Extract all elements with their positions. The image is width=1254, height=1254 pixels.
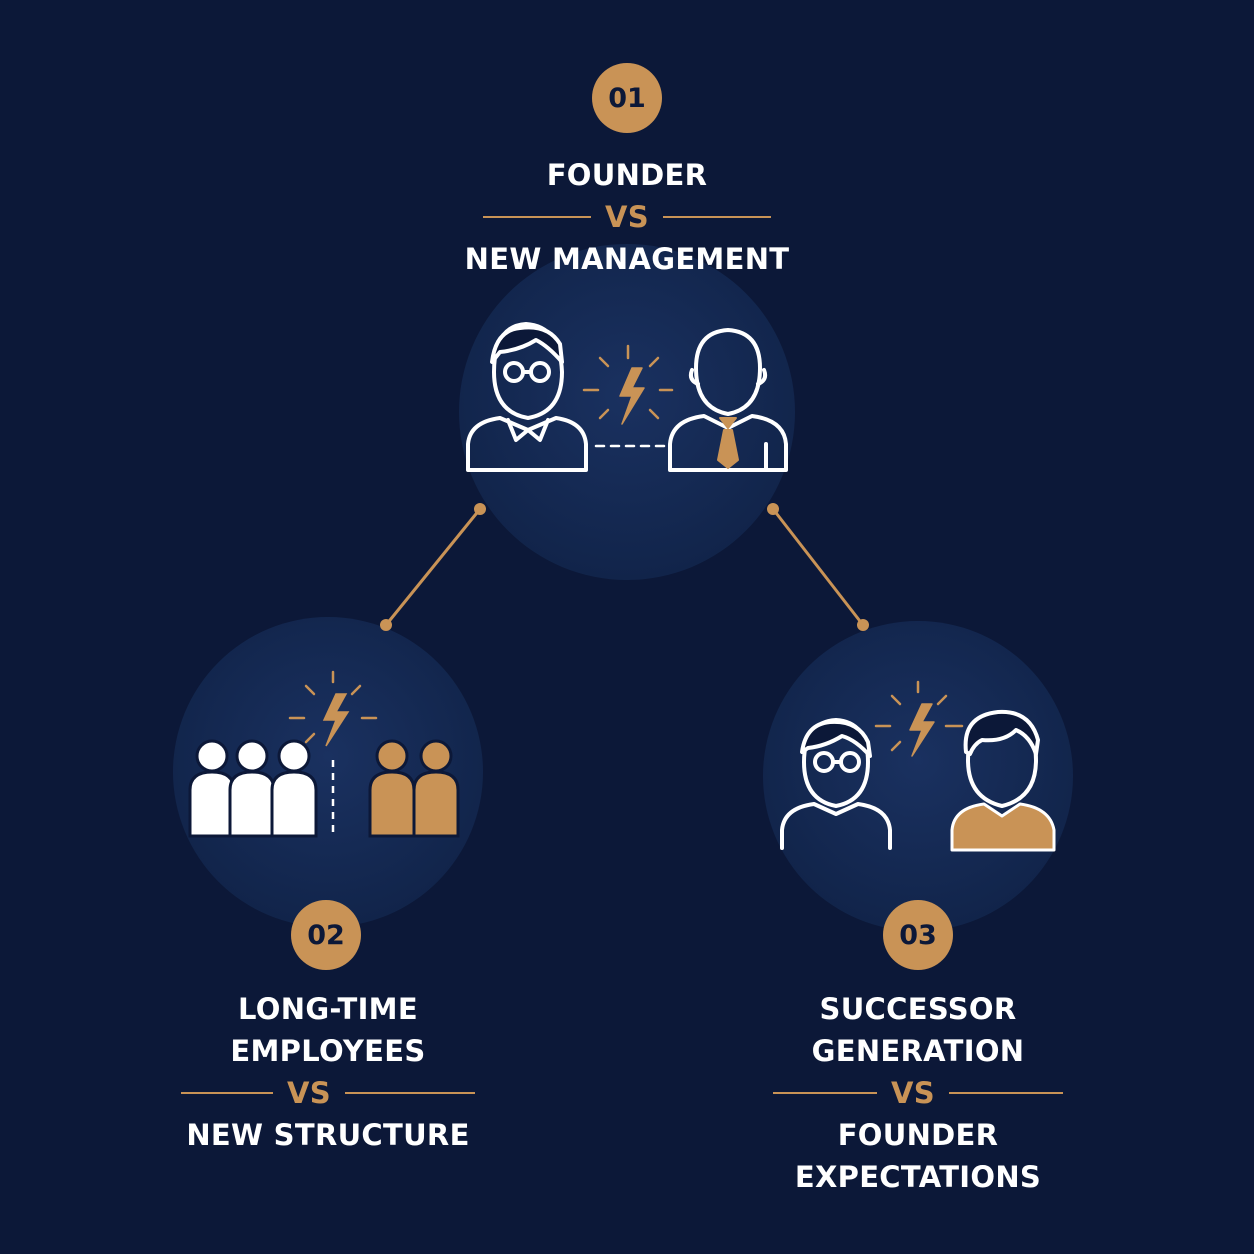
item-02-bottom-label: NEW STRUCTURE <box>186 1118 470 1152</box>
employee-groups-conflict-icon <box>188 670 460 838</box>
vs-divider-right <box>662 216 771 218</box>
vs-divider-right <box>344 1092 475 1094</box>
conflict-spark-icon <box>582 344 674 425</box>
vs-divider-left <box>773 1092 878 1094</box>
node-circle-02 <box>173 617 483 927</box>
long-time-employees-group-icon <box>188 739 318 838</box>
connector-left <box>380 503 486 631</box>
step-badge-01: 01 <box>592 63 662 133</box>
item-03-vs-row: VS <box>760 1072 1076 1114</box>
connector-right <box>767 503 869 631</box>
item-02-top-label-line1: LONG-TIME <box>238 992 418 1026</box>
senior-person-icon <box>780 718 892 850</box>
item-01-title: FOUNDER VS NEW MANAGEMENT <box>427 154 827 280</box>
item-03-top-label-line1: SUCCESSOR <box>819 992 1017 1026</box>
item-01-bottom-label: NEW MANAGEMENT <box>464 242 790 276</box>
founder-vs-manager-icon <box>466 322 788 472</box>
conflict-spark-icon <box>288 670 378 747</box>
vs-divider-left <box>181 1092 274 1094</box>
node-circle-03 <box>763 621 1073 931</box>
vs-divider-right <box>948 1092 1063 1094</box>
conflict-spark-icon <box>874 680 964 757</box>
vs-divider-left <box>483 216 592 218</box>
item-02-title: LONG-TIME EMPLOYEES VS NEW STRUCTURE <box>156 988 500 1156</box>
new-structure-group-icon <box>368 739 460 838</box>
item-02-vs-row: VS <box>156 1072 500 1114</box>
founder-person-icon <box>466 322 588 472</box>
item-03-bottom-label-line1: FOUNDER <box>837 1118 999 1152</box>
generations-conflict-icon <box>780 680 1056 852</box>
vs-label: VS <box>287 1076 331 1110</box>
successor-person-icon <box>950 709 1056 852</box>
manager-person-icon <box>668 328 788 472</box>
item-02-top-label-line2: EMPLOYEES <box>230 1034 426 1068</box>
step-badge-03: 03 <box>883 900 953 970</box>
vs-label: VS <box>891 1076 935 1110</box>
vs-label: VS <box>605 200 649 234</box>
item-03-top-label-line2: GENERATION <box>811 1034 1025 1068</box>
step-badge-02: 02 <box>291 900 361 970</box>
item-03-bottom-label-line2: EXPECTATIONS <box>794 1160 1042 1194</box>
item-01-top-label: FOUNDER <box>546 158 708 192</box>
item-03-title: SUCCESSOR GENERATION VS FOUNDER EXPECTAT… <box>760 988 1076 1198</box>
item-01-vs-row: VS <box>427 196 827 238</box>
